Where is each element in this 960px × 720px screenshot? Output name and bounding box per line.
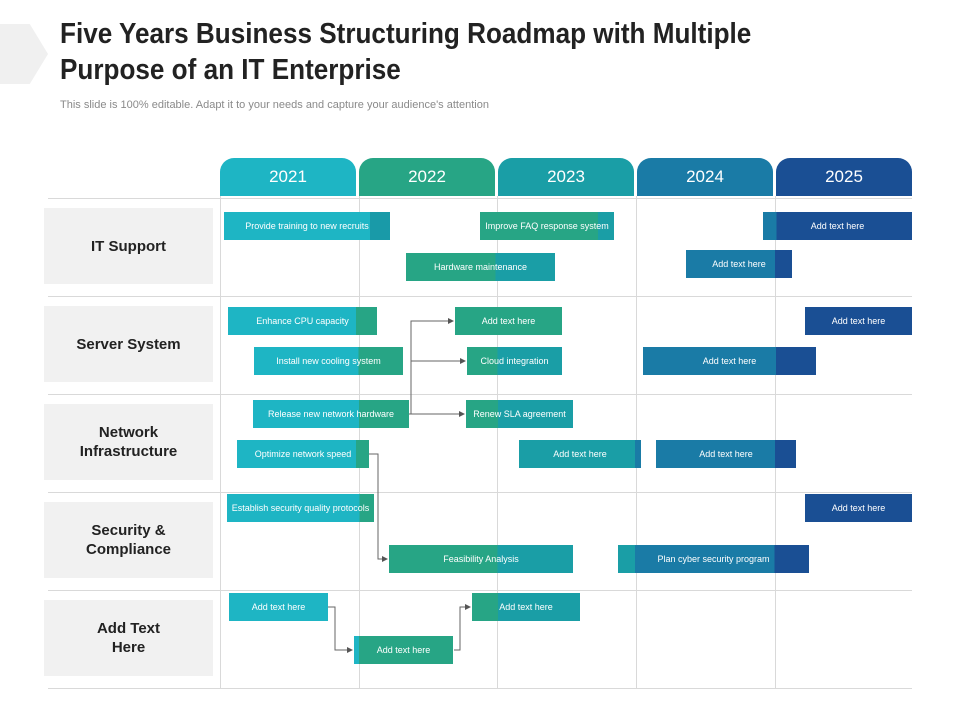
- task-bar: Release new network hardware: [253, 400, 409, 428]
- task-bar: Add text here: [656, 440, 796, 468]
- task-bar: Add text here: [472, 593, 580, 621]
- page-subtitle: This slide is 100% editable. Adapt it to…: [60, 99, 489, 111]
- task-bar: Add text here: [805, 494, 912, 522]
- grid-line-horizontal: [48, 296, 912, 297]
- row-label-network-infrastructure: Network Infrastructure: [44, 404, 213, 480]
- task-bar: Optimize network speed: [237, 440, 369, 468]
- grid-line-vertical: [497, 196, 498, 688]
- task-bar: Add text here: [805, 307, 912, 335]
- grid-line-vertical: [220, 196, 221, 688]
- connector-arrow: [409, 318, 454, 415]
- grid-line-horizontal: [48, 590, 912, 591]
- row-label-it-support: IT Support: [44, 208, 213, 284]
- connector-arrow: [454, 604, 471, 651]
- task-bar: Hardware maintenance: [406, 253, 555, 281]
- row-label-security-compliance: Security & Compliance: [44, 502, 213, 578]
- task-bar: Add text here: [519, 440, 641, 468]
- task-bar: Improve FAQ response system: [480, 212, 614, 240]
- task-bar: Establish security quality protocols: [227, 494, 374, 522]
- year-header-2021: 2021: [220, 158, 356, 196]
- page-title: Five Years Business Structuring Roadmap …: [60, 18, 752, 86]
- row-label-text: Add Text Here: [96, 620, 161, 656]
- task-bar: Cloud integration: [467, 347, 562, 375]
- year-header-2025: 2025: [776, 158, 912, 196]
- row-label-text: Network Infrastructure: [79, 424, 178, 460]
- task-bar: Add text here: [354, 636, 453, 664]
- task-bar: Add text here: [229, 593, 328, 621]
- row-label-server-system: Server System: [44, 306, 213, 382]
- connector-arrow: [369, 453, 388, 562]
- task-bar: Provide training to new recruits: [224, 212, 390, 240]
- row-label-text: Security & Compliance: [85, 522, 172, 558]
- grid-line-horizontal: [48, 394, 912, 395]
- grid-line-horizontal: [48, 492, 912, 493]
- grid-line-horizontal: [48, 198, 912, 199]
- grid-line-horizontal: [48, 688, 912, 689]
- task-bar: Add text here: [643, 347, 816, 375]
- task-bar: Feasibility Analysis: [389, 545, 573, 573]
- row-label-add-text-here: Add Text Here: [44, 600, 213, 676]
- task-bar: Plan cyber security program: [618, 545, 809, 573]
- task-bar: Add text here: [686, 250, 792, 278]
- year-header-2023: 2023: [498, 158, 634, 196]
- task-bar: Add text here: [763, 212, 912, 240]
- task-bar: Renew SLA agreement: [466, 400, 573, 428]
- task-bar: Enhance CPU capacity: [228, 307, 377, 335]
- connector-arrow: [328, 606, 353, 653]
- task-bar: Add text here: [455, 307, 562, 335]
- year-header-2024: 2024: [637, 158, 773, 196]
- task-bar: Install new cooling system: [254, 347, 403, 375]
- year-header-2022: 2022: [359, 158, 495, 196]
